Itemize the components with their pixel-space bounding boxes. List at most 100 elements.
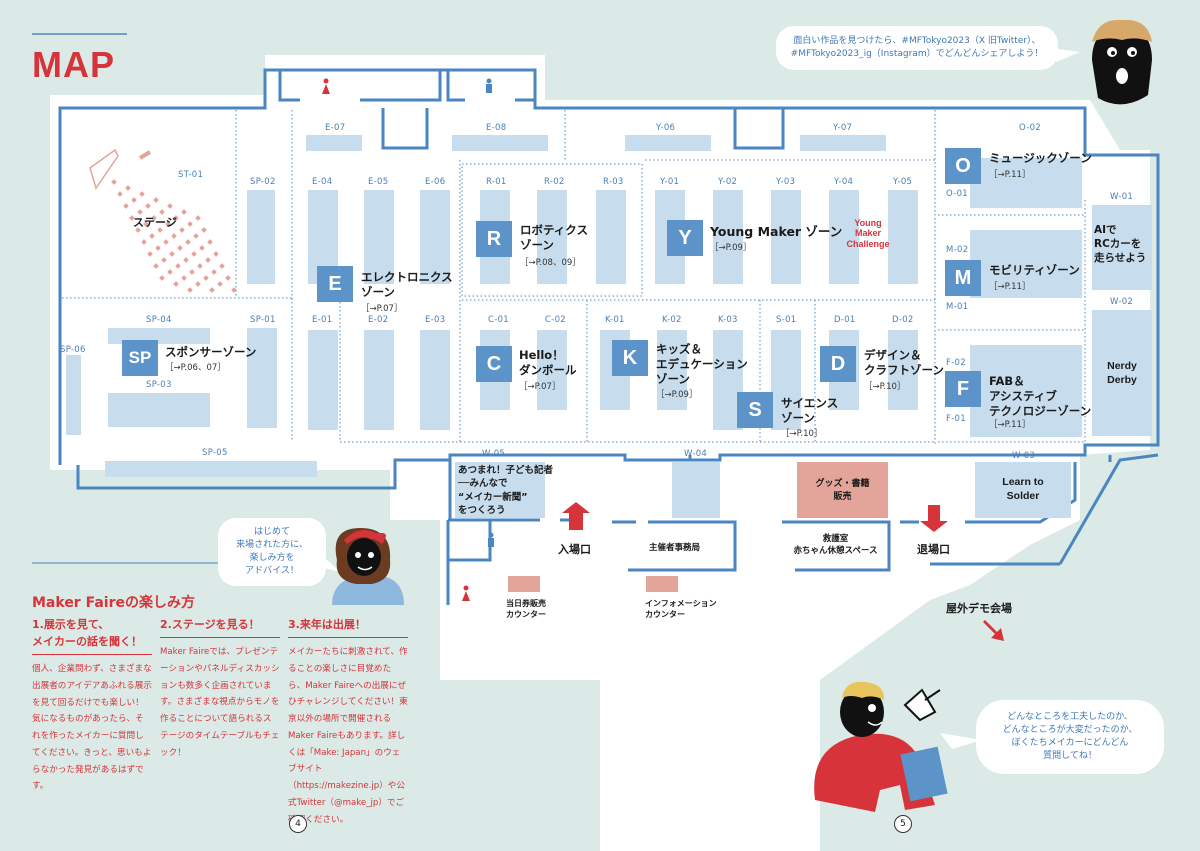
booth-k03[interactable]: K-03 xyxy=(718,315,738,325)
booth-o02[interactable]: O-02 xyxy=(1019,123,1042,133)
stage-seat xyxy=(173,281,179,287)
booth-e04[interactable]: E-04 xyxy=(312,177,333,187)
booth-r03[interactable]: R-03 xyxy=(603,177,624,187)
first-aid-label[interactable]: 救護室 赤ちゃん休憩スペース xyxy=(782,533,889,558)
booth-w02[interactable]: W-02 xyxy=(1110,297,1134,307)
booth-e06[interactable]: E-06 xyxy=(425,177,446,187)
w05-label[interactable]: あつまれ！子ども記者 ──みんなで “メイカー新聞” をつくろう xyxy=(458,464,568,517)
w01-label[interactable]: AIで RCカーを 走らせよう xyxy=(1094,223,1152,266)
booth-e02[interactable]: E-02 xyxy=(368,315,389,325)
booth-y03[interactable]: Y-03 xyxy=(776,177,796,187)
entrance-label[interactable]: 入場口 xyxy=(558,543,591,556)
zone-c-name-1: Hello！ xyxy=(519,348,564,362)
howto-col-2-head: 2.ステージを見る！ xyxy=(160,616,280,639)
organizer-office-label[interactable]: 主催者事務局 xyxy=(649,543,701,553)
booth-d02[interactable]: D-02 xyxy=(892,315,914,325)
booth-w01[interactable]: W-01 xyxy=(1110,192,1134,202)
w03-label[interactable]: Learn to Solder xyxy=(975,476,1071,503)
stage-seat xyxy=(225,275,231,281)
booth-e07[interactable]: E-07 xyxy=(325,123,346,133)
booth-y06[interactable]: Y-06 xyxy=(656,123,676,133)
outdoor-demo-label[interactable]: 屋外デモ会場 xyxy=(946,602,1012,615)
exit-label[interactable]: 退場口 xyxy=(917,543,950,556)
stage-seat xyxy=(173,215,179,221)
booth-f01[interactable]: F-01 xyxy=(946,414,966,424)
booth-e08[interactable]: E-08 xyxy=(486,123,507,133)
w02-label[interactable]: Nerdy Derby xyxy=(1092,359,1152,387)
zone-k-badge[interactable]: K xyxy=(612,340,648,376)
zone-sp-badge[interactable]: SP xyxy=(122,340,158,376)
booth-w05[interactable]: W-05 xyxy=(482,449,506,459)
booth-m01[interactable]: M-01 xyxy=(946,302,969,312)
booth-c02[interactable]: C-02 xyxy=(545,315,567,325)
zone-d-badge[interactable]: D xyxy=(820,346,856,382)
booth-y01[interactable]: Y-01 xyxy=(660,177,680,187)
stage-seat xyxy=(147,251,153,257)
zone-r-name-1: ロボティクス xyxy=(520,223,588,237)
zone-f-name-1: FAB＆ xyxy=(989,374,1025,388)
zone-r-badge[interactable]: R xyxy=(476,221,512,257)
booth-sp03[interactable]: SP-03 xyxy=(146,380,172,390)
zone-m-badge[interactable]: M xyxy=(945,260,981,296)
zone-c-badge[interactable]: C xyxy=(476,346,512,382)
booth-y04[interactable]: Y-04 xyxy=(834,177,854,187)
kid-line-1: どんなところを工夫したのか、 xyxy=(1007,711,1133,722)
stage-seat xyxy=(145,203,151,209)
zone-y-badge[interactable]: Y xyxy=(667,220,703,256)
zone-c-ref: ［→P.07］ xyxy=(519,382,561,392)
character-girl xyxy=(332,528,404,605)
booth-c01[interactable]: C-01 xyxy=(488,315,510,325)
stage-seat xyxy=(197,263,203,269)
booth-k02[interactable]: K-02 xyxy=(662,315,682,325)
zone-f-name-2: アシスティブ xyxy=(989,388,1057,403)
w05-line-2: ──みんなで xyxy=(458,478,508,490)
zone-e-badge[interactable]: E xyxy=(317,266,353,302)
stage-seat xyxy=(169,251,175,257)
zone-f-badge[interactable]: F xyxy=(945,371,981,407)
zone-k-name: キッズ＆ エデュケーション ゾーン xyxy=(656,342,748,387)
w02-line-2: Derby xyxy=(1107,374,1137,387)
kid-line-3: ぼくたちメイカーにどんどん xyxy=(1011,738,1129,748)
stage-seat xyxy=(139,191,145,197)
booth-k01[interactable]: K-01 xyxy=(605,315,625,325)
booth-e05[interactable]: E-05 xyxy=(368,177,389,187)
ticket-line-1: 当日券販売 xyxy=(506,599,546,608)
ticket-counter[interactable] xyxy=(508,576,540,592)
ymc-line-2: Maker xyxy=(854,228,881,239)
zone-s-badge[interactable]: S xyxy=(737,392,773,428)
booth-e03[interactable]: E-03 xyxy=(425,315,446,325)
booth-r01[interactable]: R-01 xyxy=(486,177,507,187)
first-aid-line-1: 救護室 xyxy=(822,534,849,544)
booth-sp06[interactable]: SP-06 xyxy=(60,345,86,355)
stage-seat xyxy=(167,269,173,275)
booth-y07[interactable]: Y-07 xyxy=(833,123,853,133)
booth-f02[interactable]: F-02 xyxy=(946,358,966,368)
booth-d01[interactable]: D-01 xyxy=(834,315,856,325)
zone-e-name-1: エレクトロニクス xyxy=(361,270,453,284)
info-counter[interactable] xyxy=(646,576,678,592)
booth-y02[interactable]: Y-02 xyxy=(718,177,738,187)
stage-seat xyxy=(165,221,171,227)
zone-m-name: モビリティゾーン xyxy=(989,263,1080,277)
booth-o01[interactable]: O-01 xyxy=(946,189,969,199)
booth-sp01[interactable]: SP-01 xyxy=(250,315,276,325)
booth-y05[interactable]: Y-05 xyxy=(893,177,913,187)
zone-o-badge[interactable]: O xyxy=(945,148,981,184)
booth-sp05[interactable]: SP-05 xyxy=(202,448,228,458)
stage-seat xyxy=(163,239,169,245)
booth-s01[interactable]: S-01 xyxy=(776,315,797,325)
info-line-2: カウンター xyxy=(645,610,685,620)
booth-st01[interactable]: ST-01 xyxy=(178,170,204,180)
booth-e01[interactable]: E-01 xyxy=(312,315,333,325)
booth-sp02[interactable]: SP-02 xyxy=(250,177,276,187)
w05-line-4: をつくろう xyxy=(458,504,506,516)
stage-seat xyxy=(207,239,213,245)
booth-m02[interactable]: M-02 xyxy=(946,245,969,255)
booth-sp04[interactable]: SP-04 xyxy=(146,315,172,325)
booth-w03[interactable]: W-03 xyxy=(1012,451,1036,461)
howto-col-2: 2.ステージを見る！ Maker Faireでは、プレゼンテーションやパネルディ… xyxy=(160,616,280,761)
stage-seat xyxy=(161,257,167,263)
booth-r02[interactable]: R-02 xyxy=(544,177,565,187)
booth-w04[interactable]: W-04 xyxy=(684,449,708,459)
goods-label[interactable]: グッズ・書籍 販売 xyxy=(797,478,888,503)
